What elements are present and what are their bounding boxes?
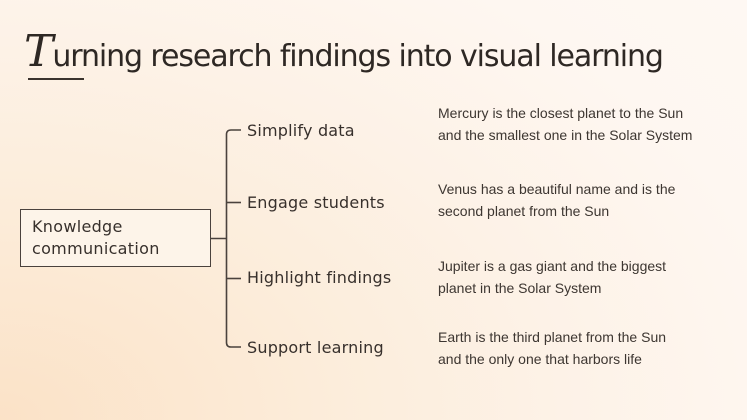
root-node-label: Knowledge communication — [32, 217, 160, 258]
branch-label-highlight-findings: Highlight findings — [247, 268, 392, 287]
branch-description-mercury: Mercury is the closest planet to the Sun… — [438, 105, 693, 143]
title-underline-decoration — [28, 78, 84, 80]
branch-label-support-learning: Support learning — [247, 338, 384, 357]
title-text: urning research findings into visual lea… — [52, 39, 664, 74]
root-node-knowledge-communication: Knowledge communication — [20, 209, 211, 267]
branch-label-simplify-data: Simplify data — [247, 121, 355, 140]
branch-description-earth: Earth is the third planet from the Sun a… — [438, 329, 667, 367]
title-script-initial: T — [24, 26, 53, 77]
branch-description-jupiter: Jupiter is a gas giant and the biggest p… — [438, 258, 667, 296]
branch-label-engage-students: Engage students — [247, 193, 385, 212]
branch-description-venus: Venus has a beautiful name and is the se… — [438, 181, 676, 219]
trunk-line — [225, 129, 241, 348]
